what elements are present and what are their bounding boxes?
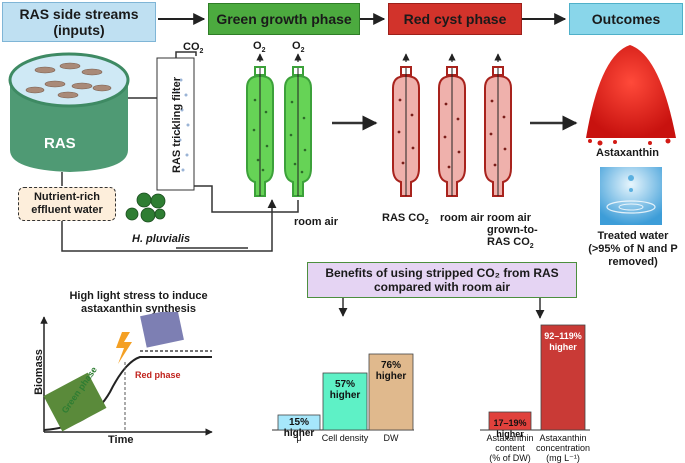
- red-phase-header: Red cyst phase: [388, 3, 522, 35]
- ras-co2-sub: 2: [424, 219, 429, 227]
- ras-co2-text: RAS CO: [382, 212, 425, 224]
- inset-ylabel-text: Biomass: [32, 349, 45, 395]
- inset-red-phase-text: Red phase: [135, 370, 181, 380]
- trickling-filter: [156, 57, 195, 191]
- o2-label-a: O2: [253, 40, 265, 57]
- outcomes-header: Outcomes: [569, 3, 683, 35]
- room-air-red-label: room air: [440, 212, 484, 224]
- room-air-red-text: room air: [440, 212, 485, 224]
- co2-label-text: CO: [183, 41, 200, 53]
- treated-water-label: Treated water (>95% of N and P removed): [583, 230, 683, 269]
- astaxanthin-pile-icon: [586, 45, 676, 146]
- effluent-label: Nutrient-rich effluent water: [31, 191, 103, 216]
- green-cells-patch: [43, 372, 107, 432]
- o2-label-b-text: O: [292, 40, 301, 52]
- benefits-arrows: [338, 297, 545, 319]
- room-air-green-text: room air: [294, 216, 339, 228]
- astaxanthin-label: Astaxanthin: [596, 147, 659, 159]
- inset-ylabel: Biomass: [33, 349, 45, 395]
- ras-label: RAS: [44, 135, 76, 152]
- flow-lines: [61, 51, 578, 252]
- red-phase-header-label: Red cyst phase: [403, 11, 507, 27]
- o2-label-a-text: O: [253, 40, 262, 52]
- o2-label-b: O2: [292, 40, 304, 57]
- grown-to-text: room air grown-to- RAS CO: [487, 212, 538, 248]
- inputs-header: RAS side streams (inputs): [2, 2, 156, 42]
- inset-xlabel-text: Time: [108, 434, 134, 446]
- benefits-box: Benefits of using stripped CO₂ from RAS …: [307, 262, 577, 298]
- o2-label-b-sub: 2: [300, 47, 305, 55]
- ras-co2-label: RAS CO2: [382, 212, 429, 229]
- ras-label-text: RAS: [44, 135, 76, 152]
- inset-red-phase: Red phase: [135, 370, 181, 380]
- filter-label: RAS trickling filter: [171, 59, 185, 191]
- red-bottles: [392, 53, 512, 197]
- water-drop-icon: [600, 167, 662, 225]
- pluvialis-label-text: H. pluvialis: [132, 233, 191, 245]
- grown-to-sub: 2: [529, 243, 534, 251]
- benefits-title: Benefits of using stripped CO₂ from RAS …: [325, 266, 559, 294]
- room-air-green-label: room air: [294, 216, 338, 228]
- stress-note: High light stress to induce astaxanthin …: [56, 290, 221, 316]
- astaxanthin-text: Astaxanthin: [596, 147, 659, 159]
- co2-label: CO2: [183, 41, 203, 58]
- effluent-box: Nutrient-rich effluent water: [18, 187, 116, 221]
- pluvialis-label: H. pluvialis: [132, 233, 190, 245]
- outcomes-header-label: Outcomes: [591, 11, 661, 27]
- filter-label-text: RAS trickling filter: [171, 77, 183, 173]
- grown-to-label: room air grown-to- RAS CO2: [487, 212, 538, 253]
- green-bottles: [246, 53, 312, 197]
- red-cells-patch: [140, 312, 184, 348]
- ras-tank: [8, 52, 130, 172]
- stress-note-text: High light stress to induce astaxanthin …: [69, 290, 208, 315]
- o2-label-a-sub: 2: [261, 47, 266, 55]
- co2-label-sub: 2: [199, 48, 204, 56]
- inputs-header-label: RAS side streams (inputs): [19, 6, 139, 38]
- inset-xlabel: Time: [108, 434, 133, 446]
- lightning-icon: [116, 332, 132, 364]
- green-phase-header: Green growth phase: [208, 3, 360, 35]
- green-phase-header-label: Green growth phase: [216, 11, 352, 27]
- growth-inset: [40, 312, 213, 436]
- pluvialis-cells: [125, 192, 166, 223]
- treated-water-text: Treated water (>95% of N and P removed): [588, 230, 678, 268]
